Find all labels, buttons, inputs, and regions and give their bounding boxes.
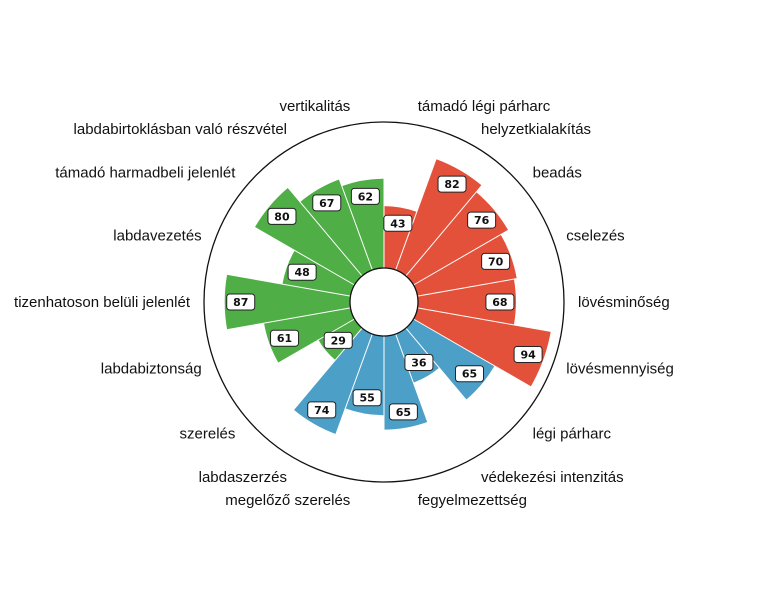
divider-line — [417, 270, 562, 297]
divider-lines — [206, 122, 562, 482]
category-label-labdaszerzes: labdaszerzés — [199, 469, 287, 486]
category-label-fegyelmezettseg: fegyelmezettség — [418, 492, 527, 509]
value-text: 82 — [444, 178, 459, 191]
divider-line — [321, 333, 373, 472]
category-label-tizenhatoson-beluli-jelenlet: tizenhatoson belüli jelenlét — [14, 294, 191, 311]
value-box — [307, 401, 337, 419]
value-text: 67 — [319, 197, 334, 210]
value-label-megelozo-szereles: 55 — [352, 389, 382, 407]
divider-line — [267, 163, 363, 277]
value-box — [383, 214, 413, 232]
value-label-labdabirtoklasban-valo-reszvetel: 67 — [312, 194, 342, 212]
divider-line — [395, 132, 447, 271]
inner-hole — [349, 267, 419, 337]
divider-line — [405, 327, 501, 441]
value-box — [404, 353, 434, 371]
category-labels: támadó légi párharc helyzetkialakítás bead… — [14, 98, 674, 509]
divider-line — [395, 333, 447, 472]
value-label-tizenhatoson-beluli-jelenlet: 87 — [226, 293, 256, 311]
value-label-vertikalitas: 62 — [350, 187, 380, 205]
bar-tizenhatoson-beluli-jelenlet — [224, 274, 351, 330]
divider-line — [227, 318, 355, 393]
value-box — [388, 403, 418, 421]
value-box — [270, 329, 300, 347]
value-label-labdaszerzes: 74 — [307, 401, 337, 419]
value-box — [454, 365, 484, 383]
value-text: 74 — [314, 404, 330, 417]
value-box — [287, 263, 317, 281]
value-label-helyzetkialakitas: 82 — [437, 175, 467, 193]
value-labels: 43 82 76 70 68 94 65 36 65 55 74 29 61 87 48 80 67 62 — [226, 175, 543, 421]
category-label-tamado-legi-parharc: támadó légi párharc — [418, 98, 551, 115]
value-text: 76 — [474, 214, 490, 227]
value-label-fegyelmezettseg: 65 — [388, 403, 418, 421]
divider-line — [206, 307, 351, 334]
value-text: 68 — [492, 296, 507, 309]
value-box — [267, 207, 297, 225]
value-text: 48 — [294, 266, 309, 279]
category-label-labdabiztonsag: labdabiztonság — [101, 360, 202, 377]
divider-line — [405, 163, 501, 277]
bar-lovesmennyiseg — [413, 307, 551, 387]
value-label-lovesmennyiseg: 94 — [513, 345, 543, 363]
value-box — [312, 194, 342, 212]
divider-line — [227, 211, 355, 286]
value-box — [323, 331, 353, 349]
value-box — [352, 389, 382, 407]
category-label-helyzetkialakitas: helyzetkialakítás — [481, 121, 591, 138]
value-label-tamado-harmadbeli-jelenlet: 80 — [267, 207, 297, 225]
category-label-labdavezetes: labdavezetés — [113, 228, 201, 245]
value-text: 65 — [462, 368, 477, 381]
value-text: 55 — [359, 392, 374, 405]
category-label-szereles: szerelés — [180, 426, 236, 443]
divider-line — [417, 307, 562, 334]
value-text: 80 — [274, 210, 290, 223]
category-label-legi-parharc: légi párharc — [533, 426, 612, 443]
value-text: 94 — [520, 348, 536, 361]
value-box — [226, 293, 256, 311]
category-label-vedekezesi-intenzitas: védekezési intenzitás — [481, 469, 624, 486]
divider-line — [206, 270, 351, 297]
value-box — [485, 293, 515, 311]
value-text: 62 — [358, 190, 373, 203]
value-box — [467, 211, 497, 229]
bar-labdabiztonsag — [264, 307, 355, 363]
outer-circle — [203, 121, 565, 483]
category-label-vertikalitas: vertikalitás — [279, 98, 350, 115]
value-label-labdabiztonsag: 61 — [270, 329, 300, 347]
bar-lovesminoseg — [417, 279, 516, 325]
category-label-lovesminoseg: lövésminőség — [578, 294, 670, 311]
value-box — [481, 252, 511, 270]
value-label-vedekezesi-intenzitas: 36 — [404, 353, 434, 371]
bar-labdavezetes — [282, 250, 355, 297]
value-text: 65 — [396, 406, 411, 419]
value-box — [350, 187, 380, 205]
divider-line — [321, 132, 373, 271]
category-label-lovesmennyiseg: lövésmennyiség — [566, 360, 674, 377]
bar-cselezes — [413, 234, 517, 297]
category-label-tamado-harmadbeli-jelenlet: támadó harmadbeli jelenlét — [55, 164, 236, 181]
value-text: 43 — [390, 217, 405, 230]
value-label-tamado-legi-parharc: 43 — [383, 214, 413, 232]
value-label-beadas: 76 — [467, 211, 497, 229]
category-label-cselezes: cselezés — [566, 228, 624, 245]
value-text: 70 — [488, 255, 504, 268]
value-label-cselezes: 70 — [481, 252, 511, 270]
value-label-legi-parharc: 65 — [454, 365, 484, 383]
value-text: 29 — [331, 334, 346, 347]
value-label-labdavezetes: 48 — [287, 263, 317, 281]
category-label-beadas: beadás — [533, 164, 582, 181]
category-label-megelozo-szereles: megelőző szerelés — [225, 492, 350, 509]
divider-line — [413, 211, 541, 286]
value-label-lovesminoseg: 68 — [485, 293, 515, 311]
value-label-szereles: 29 — [323, 331, 353, 349]
value-text: 36 — [411, 356, 427, 369]
value-text: 61 — [277, 332, 292, 345]
value-box — [513, 345, 543, 363]
value-text: 87 — [233, 296, 248, 309]
category-label-labdabirtoklasban-valo-reszvetel: labdabirtoklásban való részvétel — [74, 121, 287, 138]
value-box — [437, 175, 467, 193]
divider-line — [413, 318, 541, 393]
